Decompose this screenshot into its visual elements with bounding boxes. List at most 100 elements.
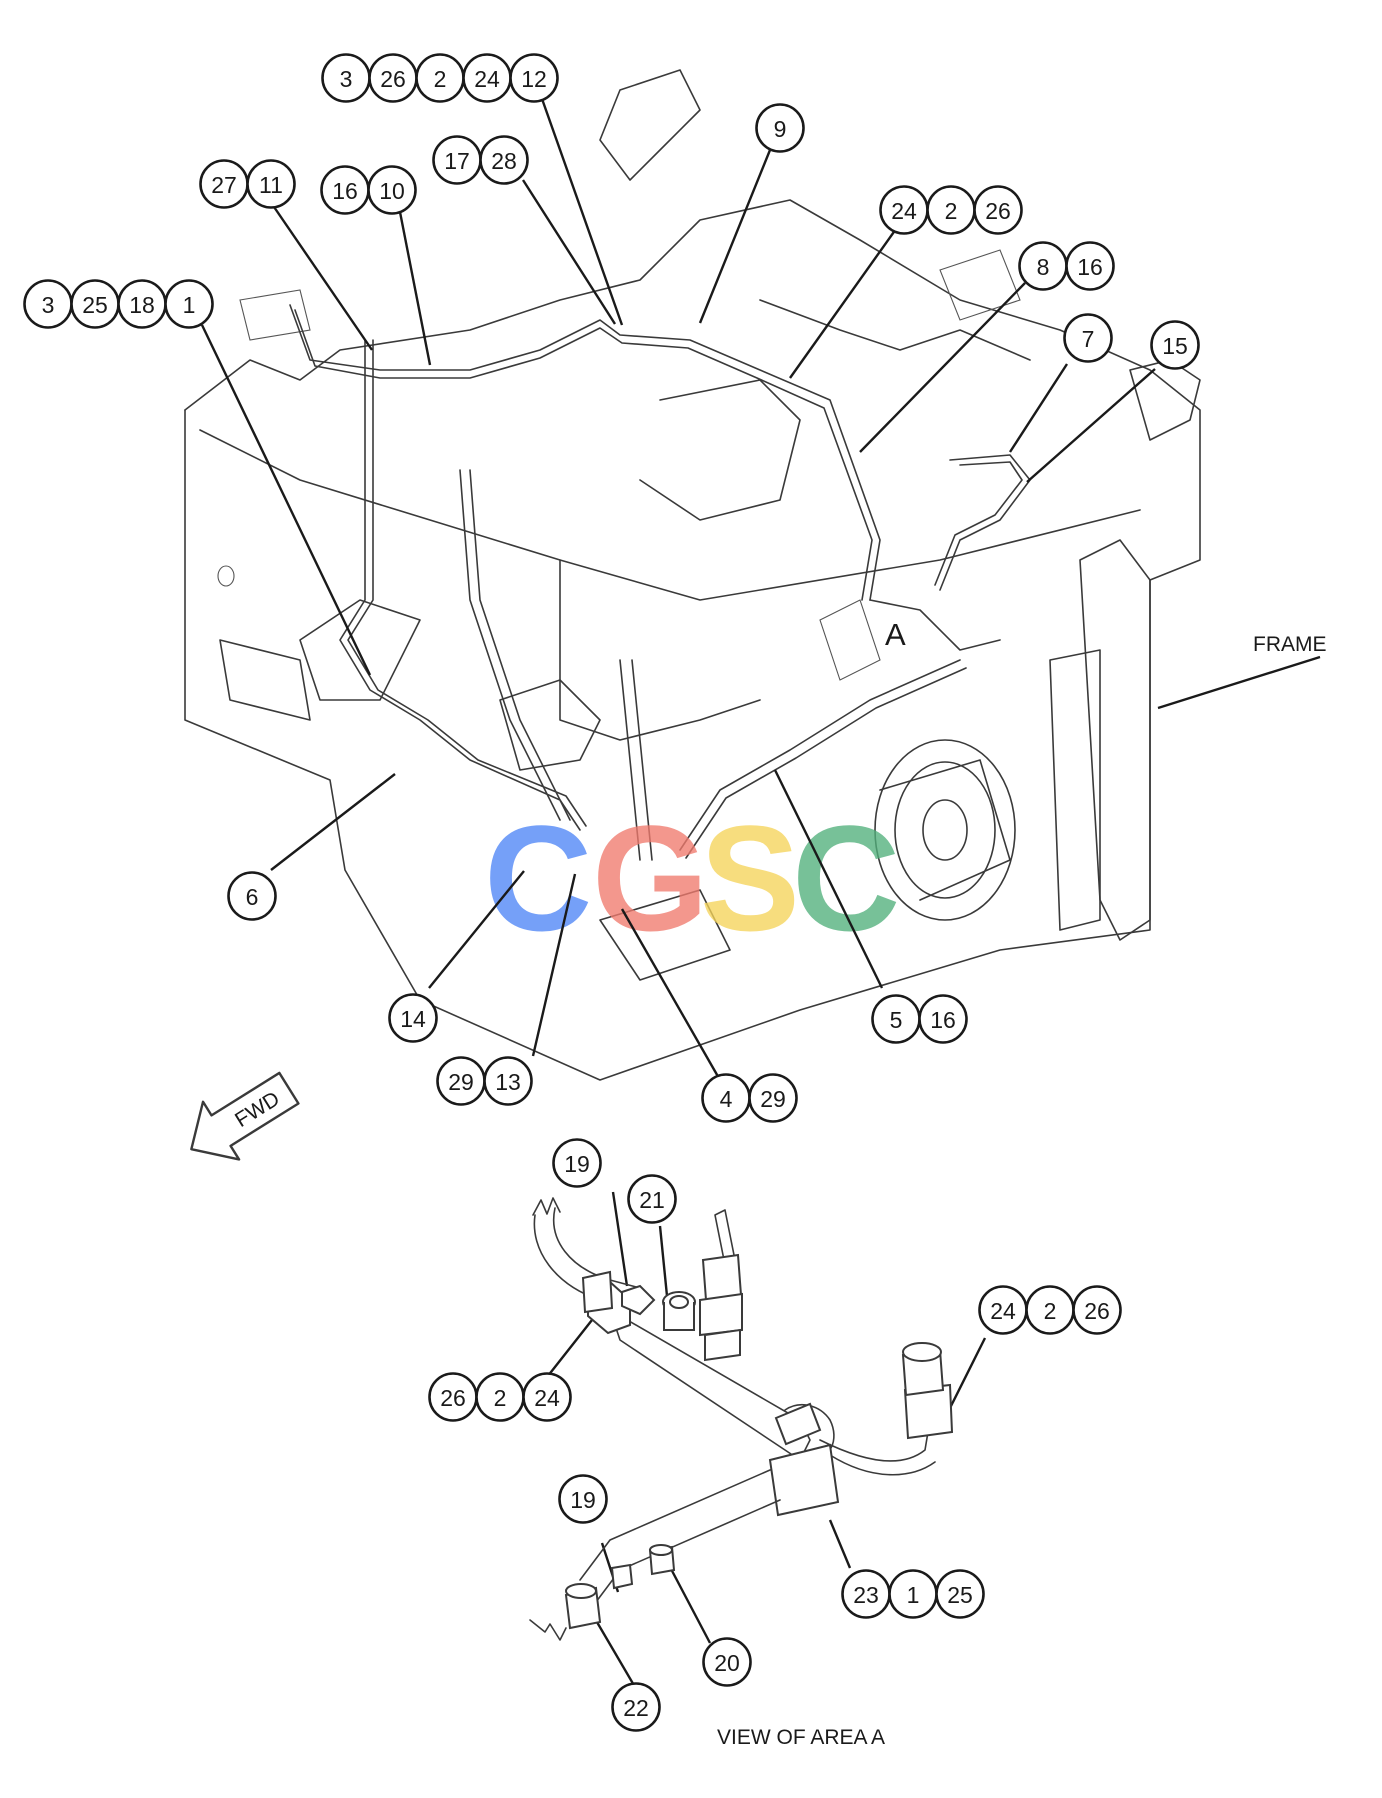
callout-number: 27 xyxy=(211,172,237,198)
callout-bubble xyxy=(918,994,968,1044)
callout-group: 6 xyxy=(227,871,277,921)
callout-number: 25 xyxy=(947,1582,973,1608)
callout-number: 29 xyxy=(448,1069,474,1095)
callout-number: 26 xyxy=(1084,1298,1110,1324)
callout-group: 24 2 26 xyxy=(978,1285,1122,1335)
watermark-letter: C xyxy=(792,794,900,962)
callout-number: 11 xyxy=(259,172,283,198)
callout-bubble xyxy=(164,279,214,329)
callout-number: 13 xyxy=(495,1069,521,1095)
callout-bubble xyxy=(1072,1285,1122,1335)
callout-bubble xyxy=(1065,241,1115,291)
callout-bubble xyxy=(388,993,438,1043)
callout-bubble xyxy=(552,1138,602,1188)
fwd-arrow: FWD xyxy=(190,1071,300,1161)
callout-number: 26 xyxy=(440,1385,466,1411)
callout-bubble xyxy=(522,1372,572,1422)
callout-number: 19 xyxy=(570,1487,596,1513)
callout-number: 14 xyxy=(400,1006,426,1032)
callout-number: 16 xyxy=(332,178,358,204)
view-caption: VIEW OF AREA A xyxy=(717,1726,885,1749)
callout-number: 21 xyxy=(639,1187,665,1213)
frame-label: FRAME xyxy=(1253,633,1327,656)
callout-number: 29 xyxy=(760,1086,786,1112)
detail-view-a xyxy=(529,1197,954,1641)
callout-number: 26 xyxy=(985,198,1011,224)
callout-bubble xyxy=(479,135,529,185)
callout-group: 19 xyxy=(552,1138,602,1188)
callout-number: 25 xyxy=(82,292,108,318)
callout-number: 10 xyxy=(379,178,405,204)
watermark-letter: G xyxy=(592,794,709,962)
callout-number: 6 xyxy=(246,884,259,910)
leader-lines xyxy=(200,95,1321,1688)
callout-group: 23 1 25 xyxy=(841,1569,985,1619)
callout-bubble xyxy=(227,871,277,921)
callout-number: 7 xyxy=(1082,326,1095,352)
callout-group: 19 xyxy=(558,1474,608,1524)
callout-bubble xyxy=(509,53,559,103)
callout-number: 16 xyxy=(930,1007,956,1033)
callout-group: 21 xyxy=(627,1174,677,1224)
callout-group: 29 13 xyxy=(436,1056,533,1106)
callout-number: 8 xyxy=(1037,254,1050,280)
callout-bubble xyxy=(246,159,296,209)
callout-number: 17 xyxy=(444,148,470,174)
callout-number: 26 xyxy=(380,66,406,92)
callout-bubble xyxy=(702,1637,752,1687)
callout-bubble xyxy=(367,165,417,215)
callout-number: 24 xyxy=(534,1385,560,1411)
callout-group: 4 29 xyxy=(701,1073,798,1123)
callout-group: 9 xyxy=(755,103,805,153)
callout-bubble xyxy=(755,103,805,153)
callout-number: 24 xyxy=(474,66,500,92)
callout-number: 1 xyxy=(907,1582,920,1608)
watermark: C G S C xyxy=(484,794,900,962)
area-a-marker: A xyxy=(885,617,906,652)
callout-number: 3 xyxy=(340,66,353,92)
callout-number: 16 xyxy=(1077,254,1103,280)
callout-group: 15 xyxy=(1150,320,1200,370)
callout-number: 22 xyxy=(623,1695,649,1721)
watermark-letter: C xyxy=(484,794,592,962)
hydraulic-lines xyxy=(289,304,1031,861)
callout-bubble xyxy=(558,1474,608,1524)
callout-bubble xyxy=(1063,313,1113,363)
callout-bubble xyxy=(611,1682,661,1732)
callout-bubble xyxy=(973,185,1023,235)
callout-number: 24 xyxy=(891,198,917,224)
callout-bubble xyxy=(748,1073,798,1123)
callout-group: 27 11 xyxy=(199,159,296,209)
callout-number: 24 xyxy=(990,1298,1016,1324)
callout-number: 2 xyxy=(945,198,958,224)
callout-number: 2 xyxy=(494,1385,507,1411)
callout-number: 19 xyxy=(564,1151,590,1177)
callout-number: 15 xyxy=(1162,333,1188,359)
callout-group: 8 16 xyxy=(1018,241,1115,291)
callout-number: 12 xyxy=(521,66,547,92)
callout-group: 5 16 xyxy=(871,994,968,1044)
callout-number: 4 xyxy=(720,1086,733,1112)
callout-number: 2 xyxy=(1044,1298,1057,1324)
callout-group: 26 2 24 xyxy=(428,1372,572,1422)
callout-group: 7 xyxy=(1063,313,1113,363)
watermark-letter: S xyxy=(700,794,800,962)
callout-bubble xyxy=(483,1056,533,1106)
callout-number: 3 xyxy=(42,292,55,318)
callout-number: 5 xyxy=(890,1007,903,1033)
callout-bubble xyxy=(1150,320,1200,370)
callout-group: 22 xyxy=(611,1682,661,1732)
callout-number: 28 xyxy=(491,148,517,174)
callout-number: 1 xyxy=(183,292,196,318)
callout-bubble xyxy=(935,1569,985,1619)
callout-number: 23 xyxy=(853,1582,879,1608)
callout-group: 24 2 26 xyxy=(879,185,1023,235)
fwd-label: FWD xyxy=(231,1087,284,1132)
callout-group: 20 xyxy=(702,1637,752,1687)
